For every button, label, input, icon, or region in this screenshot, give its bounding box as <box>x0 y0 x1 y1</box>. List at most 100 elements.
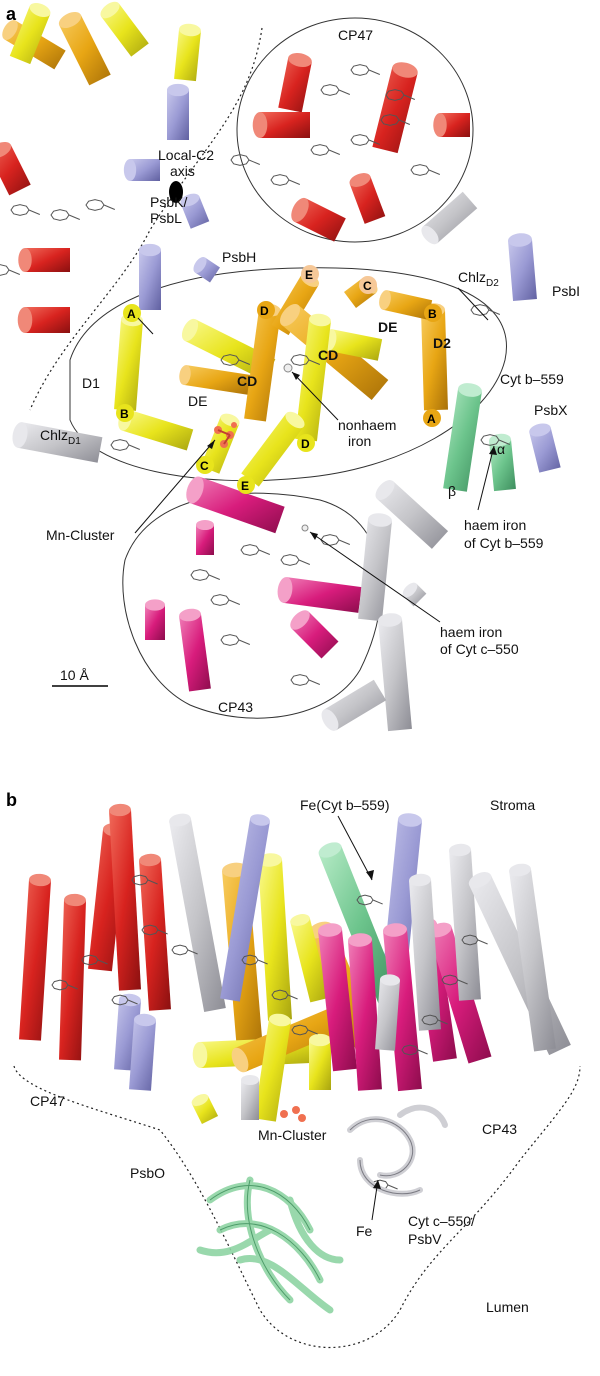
helix-a-15 <box>421 191 478 245</box>
label-psbh: PsbH <box>222 249 256 265</box>
chlorophyll-a-2 <box>50 209 80 221</box>
label-de-left: DE <box>188 393 207 409</box>
mn-cluster-icon-b <box>280 1106 306 1122</box>
panel-a-chlorophylls <box>0 64 510 686</box>
helix-a-40 <box>375 480 449 549</box>
psbo-ribbon <box>196 1176 344 1314</box>
chlorophyll-a-20 <box>220 634 250 646</box>
c2-axis-marker <box>169 181 183 203</box>
helix-a-9 <box>278 53 312 113</box>
helix-a-32 <box>241 411 305 487</box>
helix-a-4 <box>100 1 149 57</box>
label-cp43-a: CP43 <box>218 699 253 715</box>
label-d1: D1 <box>82 375 100 391</box>
panel-a-leader-lines <box>134 287 495 623</box>
label-de-right: DE <box>378 319 397 335</box>
label-fe: Fe <box>356 1223 373 1239</box>
helix-a-12 <box>433 113 470 137</box>
helix-letter-c-d2: C <box>359 276 377 294</box>
chlorophyll-a-10 <box>410 164 440 176</box>
helix-letter-e-d2: E <box>301 265 319 283</box>
helix-a-19 <box>18 248 70 272</box>
fe-arrowhead <box>373 1180 381 1189</box>
chlorophyll-a-17 <box>240 544 270 556</box>
chlorophyll-b-9 <box>241 954 268 966</box>
chlorophyll-b-5 <box>111 994 138 1006</box>
helix-a-17 <box>139 243 161 310</box>
helix-letter-c-d1: C <box>196 456 214 474</box>
mn-arrowhead <box>207 440 215 449</box>
helix-a-42 <box>196 519 214 555</box>
helix-a-20 <box>17 307 70 333</box>
helix-b-31 <box>241 1074 259 1120</box>
helix-a-21 <box>508 233 537 301</box>
haem-c-dot <box>301 524 309 532</box>
chlorophyll-a-23 <box>320 534 350 546</box>
helix-letter-d-d1: D <box>297 434 315 452</box>
label-cytc-1: Cyt c–550/ <box>408 1213 475 1229</box>
nonhaem-arrowhead <box>292 372 300 380</box>
chlorophyll-a-24 <box>470 304 500 316</box>
svg-text:C: C <box>200 459 209 473</box>
panel-b-chlorophylls <box>51 874 488 1191</box>
panel-b-label: b <box>6 790 17 810</box>
helix-letter-b-d1: B <box>116 404 134 422</box>
chlorophyll-b-3 <box>131 874 158 886</box>
chlorophyll-b-6 <box>171 944 198 956</box>
label-cp47-a: CP47 <box>338 27 373 43</box>
chlorophyll-b-4 <box>141 924 168 936</box>
label-cd-right: CD <box>318 347 338 363</box>
svg-text:E: E <box>305 268 313 282</box>
chlorophyll-b-1 <box>51 979 78 991</box>
svg-text:B: B <box>120 407 129 421</box>
chlorophyll-b-10 <box>401 1044 428 1056</box>
helix-letter-e-d1: E <box>237 476 255 494</box>
chlorophyll-b-13 <box>461 934 488 946</box>
chlorophyll-b-7 <box>271 989 298 1001</box>
label-psbk-2: PsbL <box>150 210 182 226</box>
helix-b-6 <box>169 813 226 1012</box>
helix-b-10 <box>258 853 292 1021</box>
helix-letter-b-d2: B <box>424 304 442 322</box>
label-haem-c-1: haem iron <box>440 624 502 640</box>
helix-a-8 <box>0 141 31 196</box>
label-fe-cyt: Fe(Cyt b–559) <box>300 797 389 813</box>
label-mn-cluster-b: Mn-Cluster <box>258 1127 327 1143</box>
svg-text:D: D <box>260 304 269 318</box>
svg-text:A: A <box>427 412 436 426</box>
label-nonhaem-2: iron <box>348 433 371 449</box>
label-alpha: α <box>497 441 505 457</box>
panel-b-helices <box>19 803 571 1125</box>
svg-text:E: E <box>241 479 249 493</box>
label-cytc-2: PsbV <box>408 1231 442 1247</box>
helix-b-29 <box>409 873 441 1031</box>
label-haem-b-1: haem iron <box>464 517 526 533</box>
label-psbi: PsbI <box>552 283 580 299</box>
lumen-dotted-outline <box>13 1065 581 1348</box>
haem-c-arrowhead <box>310 532 318 540</box>
chlorophyll-a-15 <box>290 354 320 366</box>
helix-a-35 <box>379 290 433 320</box>
label-psbo: PsbO <box>130 1165 165 1181</box>
label-haem-c-2: of Cyt c–550 <box>440 641 519 657</box>
psbo-ribbon-edges <box>209 1179 321 1301</box>
label-scale: 10 Å <box>60 667 89 683</box>
label-chlz-d2: ChlzD2 <box>458 269 499 289</box>
chlorophyll-b-2 <box>81 954 108 966</box>
label-local-c2-2: axis <box>170 163 195 179</box>
helix-a-41 <box>186 476 285 534</box>
helix-b-11 <box>220 814 270 1002</box>
label-cd-left: CD <box>237 373 257 389</box>
chlorophyll-a-12 <box>270 174 300 186</box>
helix-b-28 <box>509 863 556 1052</box>
chlorophyll-a-11 <box>380 114 410 126</box>
chlorophyll-a-5 <box>320 84 350 96</box>
helix-a-22 <box>114 313 143 411</box>
helix-a-46 <box>290 610 339 659</box>
chlorophyll-a-9 <box>350 134 380 146</box>
chlorophyll-a-22 <box>210 594 240 606</box>
helix-b-30 <box>375 974 400 1051</box>
helix-a-6 <box>167 83 189 140</box>
chlorophyll-a-4 <box>0 264 20 276</box>
helix-a-13 <box>349 173 386 224</box>
